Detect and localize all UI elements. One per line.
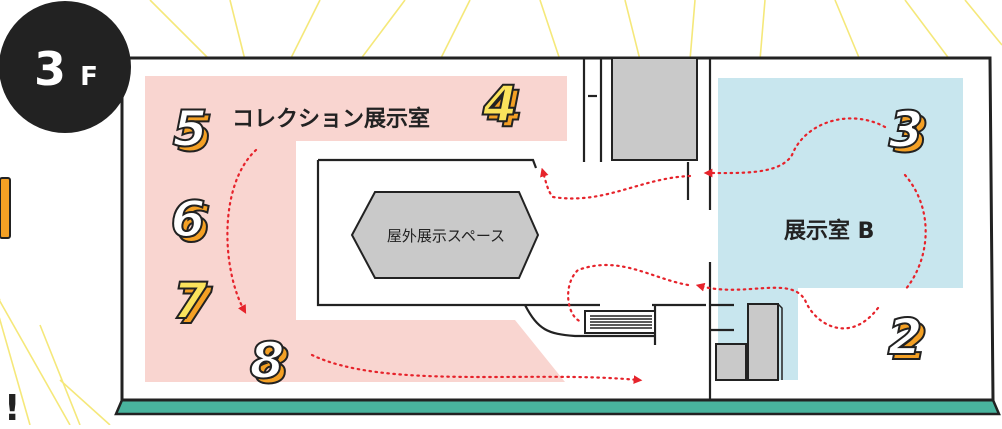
stop-6: 6 6 <box>170 189 212 254</box>
svg-text:8: 8 <box>255 337 290 395</box>
interior-walls <box>316 58 734 400</box>
svg-text:2: 2 <box>888 308 923 366</box>
collection-room-area <box>145 76 567 382</box>
svg-text:8: 8 <box>250 332 285 390</box>
service-block-top <box>611 57 698 161</box>
route-arrow-to-collection <box>540 167 692 200</box>
floor-number: 3 <box>34 42 66 96</box>
stop-7: 7 7 <box>172 271 214 336</box>
escalator-icon <box>584 310 656 334</box>
floor-badge: 3 F <box>0 1 131 133</box>
svg-text:3: 3 <box>894 106 929 164</box>
room-b-notch <box>798 288 968 384</box>
service-block-bottom-tall <box>747 303 779 381</box>
collection-room-label: コレクション展示室 <box>232 106 430 132</box>
tour-route <box>226 117 927 384</box>
route-arrow-3-to-room <box>703 117 887 178</box>
svg-text:2: 2 <box>893 313 928 371</box>
stop-4: 4 4 <box>481 74 524 139</box>
svg-text:3: 3 <box>889 101 924 159</box>
stop-8: 8 8 <box>249 331 291 396</box>
stop-3: 3 3 <box>888 100 930 165</box>
edge-exclamation: ! <box>4 388 20 425</box>
svg-text:6: 6 <box>176 195 211 253</box>
route-arrow-8-to-exit <box>310 353 643 384</box>
svg-text:5: 5 <box>173 100 208 158</box>
outdoor-space-shape <box>350 191 540 279</box>
svg-text:5: 5 <box>178 105 213 163</box>
route-arrow-to-escalator <box>567 263 690 324</box>
stop-2: 2 2 <box>887 307 929 372</box>
svg-text:7: 7 <box>173 272 208 330</box>
room-b-label: 展示室 B <box>784 218 874 244</box>
svg-text:4: 4 <box>482 75 518 133</box>
outdoor-space-label: 屋外展示スペース <box>387 227 505 245</box>
orange-edge-shape <box>0 177 11 239</box>
stop-numerals: 5 5 6 6 7 7 8 8 4 4 3 3 2 2 <box>170 74 930 396</box>
stop-5: 5 5 <box>172 99 214 164</box>
building-base <box>114 398 1001 416</box>
route-arrow-5-to-8 <box>226 148 258 314</box>
floor-suffix: F <box>80 62 98 92</box>
service-block-bottom-short <box>715 343 747 381</box>
route-arrow-2-to-room-a <box>695 282 880 330</box>
svg-text:4: 4 <box>487 80 523 138</box>
svg-text:6: 6 <box>171 190 206 248</box>
svg-text:7: 7 <box>178 277 213 335</box>
